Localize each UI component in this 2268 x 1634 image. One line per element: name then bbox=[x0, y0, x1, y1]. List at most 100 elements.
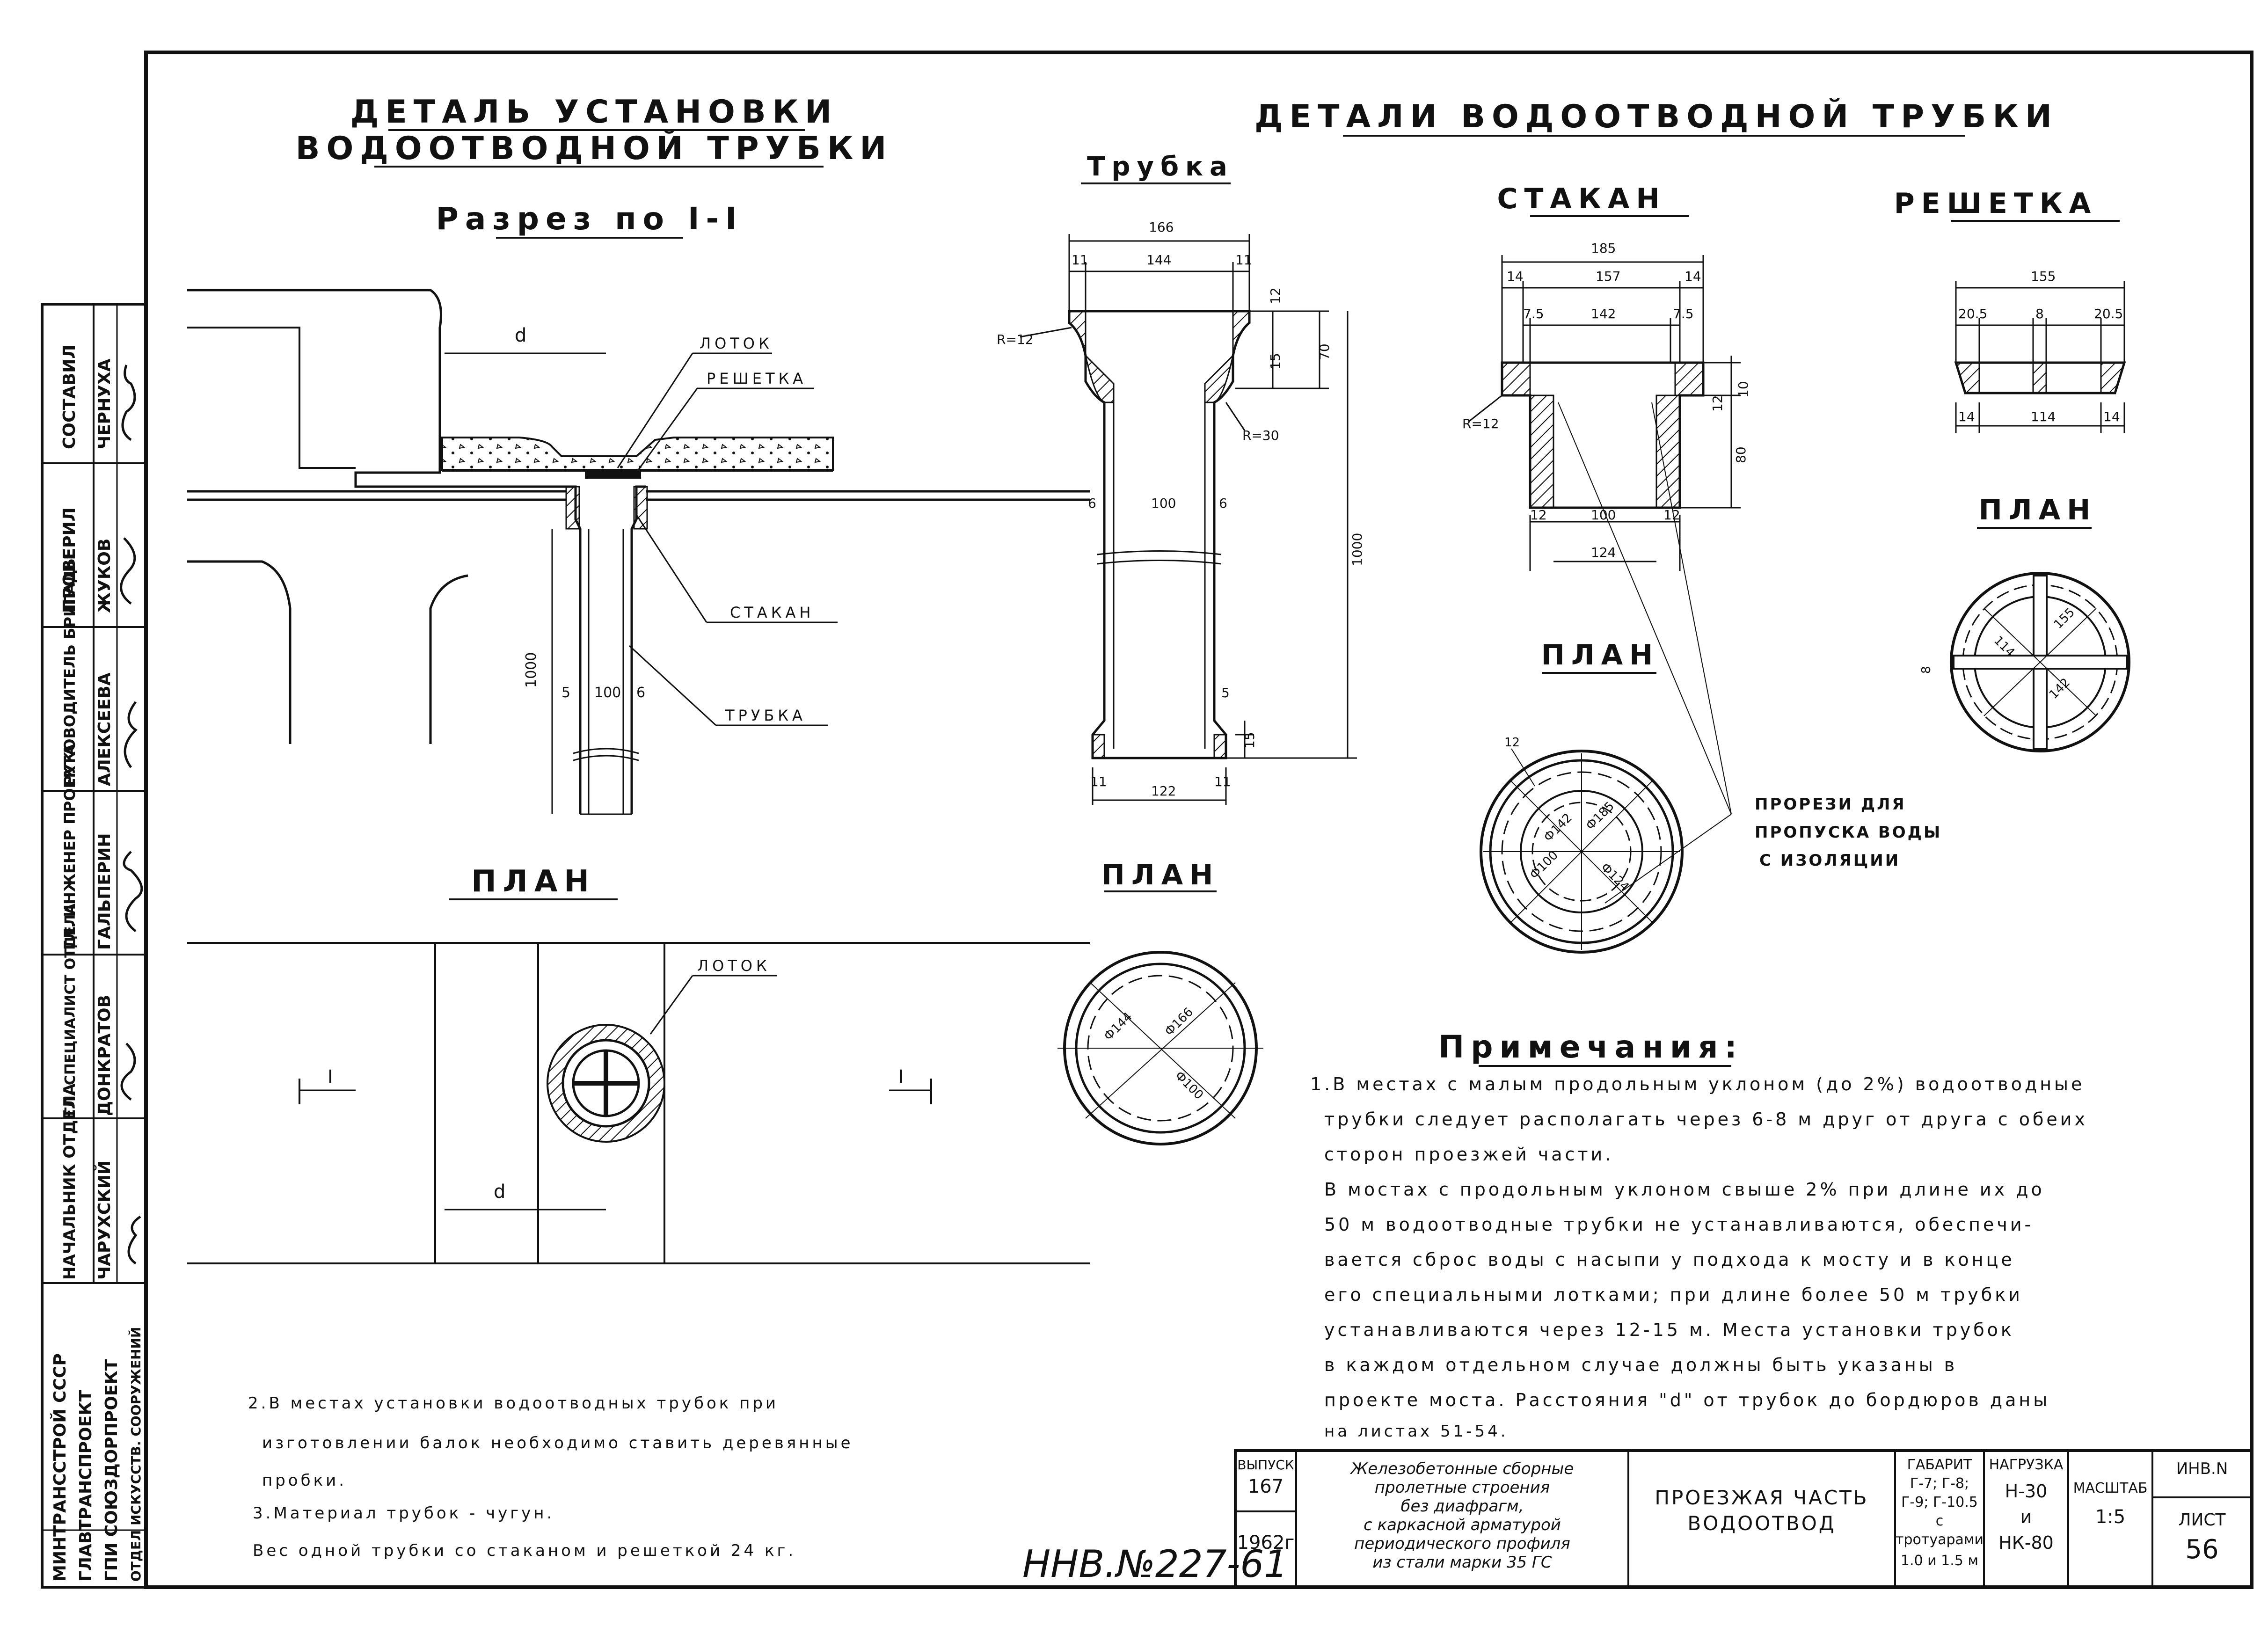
left-title-line1: ДЕТАЛЬ УСТАНОВКИ bbox=[350, 94, 838, 131]
note-line-0: 1.В местах с малым продольным уклоном (д… bbox=[1310, 1074, 2085, 1094]
trubka-dim-10: 100 bbox=[1151, 496, 1176, 511]
stakan-dim-5: 142 bbox=[1591, 306, 1616, 321]
masshtab-value: 1:5 bbox=[2095, 1506, 2125, 1528]
trubka-dim-1: 11 bbox=[1072, 252, 1088, 268]
stamp-number: ННВ.№227-61 bbox=[1022, 1542, 1288, 1586]
left-section-view: ДЕТАЛЬ УСТАНОВКИ ВОДООТВОДНОЙ ТРУБКИ Раз… bbox=[187, 94, 1090, 815]
stakan-dim-0: 185 bbox=[1591, 241, 1616, 256]
trubka-dim-14: 15 bbox=[1242, 732, 1257, 749]
cut-mark-right: I bbox=[898, 1066, 904, 1088]
name-rukovoditel: АЛЕКСЕЕВА bbox=[95, 672, 114, 786]
left-title-line2: ВОДООТВОДНОЙ ТРУБКИ bbox=[296, 130, 893, 167]
desc-line-0: Железобетонные сборные bbox=[1350, 1459, 1574, 1478]
nagruzka-1: Н-30 bbox=[2005, 1481, 2048, 1502]
stakan-dim-9: 12 bbox=[1710, 395, 1725, 412]
dim-inner-100: 100 bbox=[594, 685, 621, 701]
trubka-dim-2: 144 bbox=[1146, 252, 1171, 268]
trubka-dim-8: R=30 bbox=[1242, 428, 1279, 443]
desc-line-2: без диафрагм, bbox=[1400, 1497, 1524, 1516]
sheet-title-line1: ПРОЕЗЖАЯ ЧАСТЬ bbox=[1655, 1486, 1868, 1509]
stakan-plan-title: ПЛАН bbox=[1541, 639, 1660, 671]
dim-wall-6: 6 bbox=[636, 685, 645, 701]
trubka-dim-17: 11 bbox=[1214, 774, 1231, 789]
org-gpi: ГПИ СОЮЗДОРПРОЕКТ bbox=[102, 1359, 121, 1582]
name-nachalnik: ЧАРУХСКИЙ bbox=[95, 1160, 114, 1280]
trubka-dim-3: 11 bbox=[1235, 252, 1252, 268]
label-reshetka: РЕШЕТКА bbox=[707, 370, 807, 387]
name-gl-specialist: ДОНКРАТОВ bbox=[95, 995, 114, 1116]
stakan-dim-8: 10 bbox=[1736, 381, 1751, 398]
section-title: Разрез по I-I bbox=[436, 201, 743, 237]
stakan-plan-dim-0: 12 bbox=[1504, 736, 1520, 750]
notes-block: Примечания: 1.В местах с малым продольны… bbox=[1310, 1029, 2088, 1441]
note-line-4: 50 м водоотводные трубки не устанавливаю… bbox=[1324, 1214, 2034, 1235]
note-line-9: проекте моста. Расстояния "d" от трубок … bbox=[1324, 1390, 2050, 1410]
trubka-dim-11: 6 bbox=[1219, 496, 1227, 511]
reshetka-dim-2: 8 bbox=[2035, 306, 2044, 321]
trubka-detail: Трубка 166 11 144 11 12 70 bbox=[997, 152, 1365, 1145]
note-line-5: вается сброс воды с насыпи у подхода к м… bbox=[1324, 1249, 2015, 1270]
role-nachalnik: НАЧАЛЬНИК ОТДЕЛА bbox=[60, 1083, 79, 1280]
desc-line-3: с каркасной арматурой bbox=[1364, 1516, 1561, 1534]
trubka-dim-12: 1000 bbox=[1349, 533, 1365, 566]
note-line-8: в каждом отдельном случае должны быть ук… bbox=[1324, 1355, 1957, 1375]
stakan-dim-11: 12 bbox=[1530, 507, 1547, 523]
org-ministry: МИНТРАНССТРОЙ СССР bbox=[50, 1353, 70, 1582]
role-sostavil: СОСТАВИЛ bbox=[60, 345, 79, 449]
stakan-dim-13: 12 bbox=[1663, 507, 1680, 523]
slots-note-line1: ПРОРЕЗИ ДЛЯ bbox=[1755, 795, 1906, 814]
reshetka-dim-4: 14 bbox=[1958, 409, 1975, 424]
reshetka-plan-dim-2: 8 bbox=[1919, 666, 1933, 674]
reshetka-detail: РЕШЕТКА 155 20.5 8 20.5 14 114 14 ПЛАН bbox=[1894, 187, 2130, 752]
stakan-dim-14: 124 bbox=[1591, 545, 1616, 560]
desc-line-5: из стали марки 35 ГС bbox=[1372, 1553, 1552, 1572]
label-stakan: СТАКАН bbox=[730, 604, 814, 621]
notes-title: Примечания: bbox=[1438, 1029, 1743, 1065]
gabarit-2: Г-9; Г-10.5 bbox=[1901, 1494, 1978, 1510]
dim-d-plan: d bbox=[494, 1181, 505, 1203]
bottom-note-4: Вес одной трубки со стаканом и решеткой … bbox=[253, 1541, 796, 1560]
reshetka-plan-dim-3: 142 bbox=[2047, 676, 2073, 702]
dim-height-1000: 1000 bbox=[523, 652, 540, 688]
plan-label-lotok: ЛОТОК bbox=[697, 957, 771, 975]
vypusk-value: 167 bbox=[1248, 1476, 1283, 1497]
trubka-dim-15: 11 bbox=[1090, 774, 1107, 789]
trubka-title: Трубка bbox=[1087, 152, 1234, 182]
nagruzka-2: и bbox=[2020, 1507, 2032, 1527]
dim-wall-5: 5 bbox=[562, 685, 570, 701]
note-line-2: сторон проезжей части. bbox=[1324, 1144, 1613, 1165]
masshtab-label: МАСШТАБ bbox=[2073, 1480, 2148, 1496]
reshetka-dim-0: 155 bbox=[2031, 269, 2056, 284]
trubka-plan-dim-0: Ф144 bbox=[1101, 1010, 1135, 1043]
signatures bbox=[120, 365, 143, 1265]
name-proveril: ЖУКОВ bbox=[95, 539, 114, 613]
bottom-note-3: 3.Материал трубок - чугун. bbox=[253, 1504, 554, 1523]
nagruzka-3: НК-80 bbox=[1998, 1532, 2054, 1553]
bottom-note-2: пробки. bbox=[262, 1471, 347, 1490]
trubka-dim-13: 5 bbox=[1221, 685, 1230, 700]
role-gl-inzhener: ГЛ. ИНЖЕНЕР ПРОЕКТА bbox=[61, 744, 79, 950]
reshetka-plan-title: ПЛАН bbox=[1979, 494, 2097, 526]
gabarit-4: тротуарами bbox=[1896, 1532, 1984, 1548]
org-glavtransproekt: ГЛАВТРАНСПРОЕКТ bbox=[76, 1390, 95, 1582]
note-line-3: В мостах с продольным уклоном свыше 2% п… bbox=[1324, 1179, 2045, 1200]
gabarit-1: Г-7; Г-8; bbox=[1910, 1475, 1969, 1492]
gabarit-3: с bbox=[1936, 1513, 1944, 1529]
note-line-1: трубки следует располагать через 6-8 м д… bbox=[1324, 1109, 2088, 1130]
bottom-note-1: изготовлении балок необходимо ставить де… bbox=[262, 1434, 853, 1452]
trubka-dim-5: 70 bbox=[1317, 343, 1332, 360]
bottom-notes: 2.В местах установки водоотводных трубок… bbox=[248, 1394, 853, 1560]
note-line-7: устанавливаются через 12-15 м. Места уст… bbox=[1324, 1320, 2014, 1340]
stakan-title: СТАКАН bbox=[1497, 182, 1666, 215]
bottom-note-0: 2.В местах установки водоотводных трубок… bbox=[248, 1394, 779, 1413]
list-label: ЛИСТ bbox=[2178, 1510, 2226, 1530]
title-block: ВЫПУСК 167 1962г Железобетонные сборные … bbox=[1234, 1449, 2253, 1589]
gabarit-5: 1.0 и 1.5 м bbox=[1901, 1553, 1978, 1569]
label-trubka: ТРУБКА bbox=[725, 707, 806, 724]
stakan-dim-4: 7.5 bbox=[1523, 306, 1544, 321]
vypusk-label: ВЫПУСК bbox=[1237, 1457, 1294, 1473]
sheet-title-line2: ВОДООТВОД bbox=[1687, 1512, 1836, 1535]
trubka-dim-4: 12 bbox=[1268, 287, 1283, 304]
role-proveril: ПРОВЕРИЛ bbox=[60, 507, 79, 613]
